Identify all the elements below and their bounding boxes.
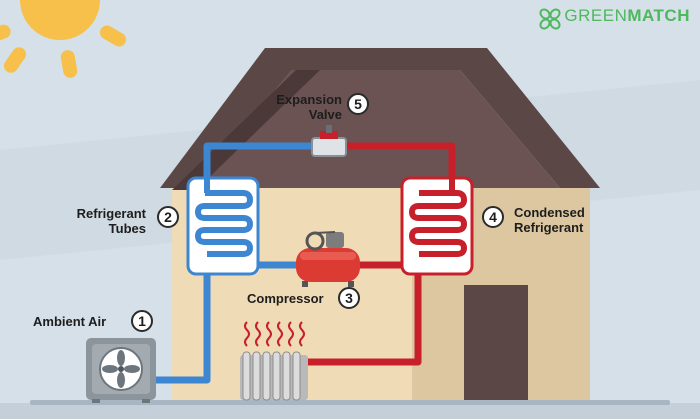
step-badge-2: 2 [157,206,179,228]
step-badge-3: 3 [338,287,360,309]
outdoor-fan-unit-icon [86,338,156,403]
compressor-icon [296,231,360,287]
door [464,285,528,405]
heat-waves-icon [244,321,305,347]
label-compressor: Compressor [247,291,324,306]
brand-logo: GREENMATCH [564,6,690,26]
step-badge-5: 5 [347,93,369,115]
condensed-refrigerant-coil [400,176,474,276]
ground-line [30,400,670,405]
greenmatch-logo-icon [539,8,561,30]
step-badge-1: 1 [131,310,153,332]
expansion-valve-icon [311,125,347,157]
ground [0,403,700,419]
radiator-icon [240,351,308,401]
label-ambient-air: Ambient Air [33,314,107,329]
roof [160,48,600,188]
sun-icon [0,0,127,78]
refrigerant-tubes-coil [186,176,260,276]
brand-name: GREENMATCH [564,6,690,25]
step-badge-4: 4 [482,206,504,228]
